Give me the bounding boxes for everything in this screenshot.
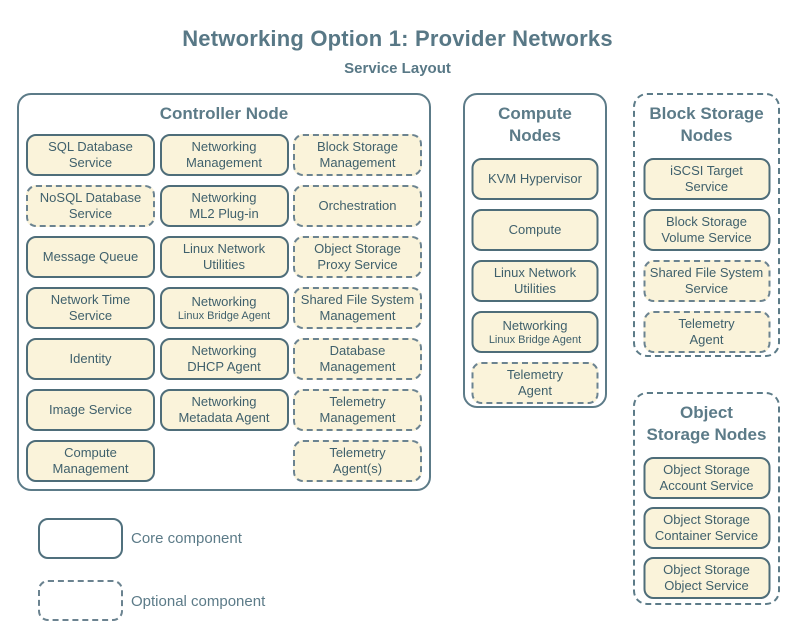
service-label: Networking Management xyxy=(186,139,262,170)
page-title: Networking Option 1: Provider Networks xyxy=(182,26,613,51)
service-box-telemetry-management: Telemetry Management xyxy=(293,389,422,431)
service-label: Object Storage Account Service xyxy=(659,462,754,493)
service-box-linux-network-utilities: Linux Network Utilities xyxy=(471,260,599,302)
object-storage-title-line2: Storage Nodes xyxy=(646,425,767,445)
service-box-object-storage-proxy: Object Storage Proxy Service xyxy=(293,236,422,278)
service-label: Database Management xyxy=(319,343,396,374)
service-label: Object Storage Container Service xyxy=(654,512,759,543)
service-label: Block Storage Management xyxy=(317,139,398,170)
service-label: KVM Hypervisor xyxy=(488,171,582,187)
service-label: Message Queue xyxy=(42,249,139,265)
service-label: Linux Network Utilities xyxy=(182,241,266,272)
service-label: Object Storage Proxy Service xyxy=(314,241,401,272)
service-label: Network Time Service xyxy=(50,292,131,323)
service-label: NoSQL Database Service xyxy=(39,190,142,221)
service-label: Networking xyxy=(502,317,568,333)
service-box-shared-file-system: Shared File System Service xyxy=(643,260,770,302)
service-box-iscsi-target: iSCSI Target Service xyxy=(643,158,770,200)
service-box-networking-dhcp-agent: Networking DHCP Agent xyxy=(159,338,289,380)
legend-optional-label: Optional component xyxy=(131,593,266,610)
service-box-telemetry-agent: Telemetry Agent xyxy=(471,362,599,404)
controller-column-3: Block Storage Management Orchestration O… xyxy=(293,134,422,482)
service-box-telemetry-agent: Telemetry Agent xyxy=(643,311,770,353)
controller-column-1: SQL Database Service NoSQL Database Serv… xyxy=(26,134,155,482)
service-label: Image Service xyxy=(48,402,133,418)
compute-services: KVM Hypervisor Compute Linux Network Uti… xyxy=(471,158,599,404)
object-storage-title-line1: Object xyxy=(680,403,733,422)
service-box-network-time: Network Time Service xyxy=(26,287,155,329)
service-sublabel: Linux Bridge Agent xyxy=(177,309,271,322)
controller-columns: SQL Database Service NoSQL Database Serv… xyxy=(19,134,429,482)
service-box-shared-file-system-management: Shared File System Management xyxy=(293,287,422,329)
service-label: Compute xyxy=(508,222,562,238)
compute-nodes-title-line2: Nodes xyxy=(509,126,561,146)
service-box-compute-management: Compute Management xyxy=(26,440,155,482)
service-label: Telemetry Management xyxy=(319,394,396,425)
service-label: Block Storage Volume Service xyxy=(661,214,752,245)
service-label: Compute Management xyxy=(52,445,129,476)
service-box-networking-management: Networking Management xyxy=(159,134,289,176)
service-box-compute: Compute xyxy=(471,209,599,251)
service-label: Networking ML2 Plug-in xyxy=(189,190,259,221)
service-box-networking-linux-bridge-agent: Networking Linux Bridge Agent xyxy=(159,287,289,329)
block-storage-services: iSCSI Target Service Block Storage Volum… xyxy=(643,158,770,353)
service-box-object-storage-container: Object Storage Container Service xyxy=(643,507,770,549)
service-label: Orchestration xyxy=(318,198,397,214)
service-box-networking-linux-bridge-agent: Networking Linux Bridge Agent xyxy=(471,311,599,353)
compute-nodes-title: Compute Nodes xyxy=(469,103,601,147)
service-label: iSCSI Target Service xyxy=(670,163,743,194)
service-label: Shared File System Management xyxy=(300,292,415,323)
service-label: Networking Metadata Agent xyxy=(178,394,270,425)
block-storage-nodes-group: Block Storage Nodes iSCSI Target Service… xyxy=(633,93,780,357)
service-label: Telemetry Agent(s) xyxy=(329,445,386,476)
service-box-networking-metadata-agent: Networking Metadata Agent xyxy=(159,389,289,431)
controller-column-2: Networking Management Networking ML2 Plu… xyxy=(159,134,289,482)
service-sublabel: Linux Bridge Agent xyxy=(488,333,582,346)
legend-core-label: Core component xyxy=(131,530,242,547)
controller-node-title: Controller Node xyxy=(159,104,289,123)
service-label: SQL Database Service xyxy=(48,139,133,170)
controller-node-group: Controller Node SQL Database Service NoS… xyxy=(17,93,431,491)
service-box-object-storage-account: Object Storage Account Service xyxy=(643,457,770,499)
service-box-sql-database: SQL Database Service xyxy=(26,134,155,176)
service-box-linux-network-utilities: Linux Network Utilities xyxy=(159,236,289,278)
service-label: Telemetry Agent xyxy=(506,367,564,398)
object-storage-nodes-group: Object Storage Nodes Object Storage Acco… xyxy=(633,392,780,605)
block-storage-nodes-title: Block Storage Nodes xyxy=(639,103,774,147)
service-box-telemetry-agents: Telemetry Agent(s) xyxy=(293,440,422,482)
service-box-message-queue: Message Queue xyxy=(26,236,155,278)
service-box-orchestration: Orchestration xyxy=(293,185,422,227)
service-box-image-service: Image Service xyxy=(26,389,155,431)
service-box-networking-ml2-plugin: Networking ML2 Plug-in xyxy=(159,185,289,227)
page-subtitle: Service Layout xyxy=(344,60,451,77)
block-storage-title-line1: Block Storage xyxy=(649,104,764,123)
compute-nodes-group: Compute Nodes KVM Hypervisor Compute Lin… xyxy=(463,93,607,408)
service-box-nosql-database: NoSQL Database Service xyxy=(26,185,155,227)
service-label: Telemetry Agent xyxy=(678,316,735,347)
service-box-block-storage-volume: Block Storage Volume Service xyxy=(643,209,770,251)
service-label: Object Storage Object Service xyxy=(663,562,750,593)
compute-nodes-title-line1: Compute xyxy=(498,104,572,123)
block-storage-title-line2: Nodes xyxy=(680,126,733,146)
service-box-block-storage-management: Block Storage Management xyxy=(293,134,422,176)
service-label: Networking DHCP Agent xyxy=(187,343,261,374)
service-box-kvm-hypervisor: KVM Hypervisor xyxy=(471,158,599,200)
legend-optional-component-sample xyxy=(38,580,123,621)
object-storage-services: Object Storage Account Service Object St… xyxy=(643,457,770,599)
service-box-object-storage-object: Object Storage Object Service xyxy=(643,557,770,599)
service-label: Linux Network Utilities xyxy=(493,265,577,296)
service-label: Networking xyxy=(191,293,257,309)
service-label: Shared File System Service xyxy=(649,265,764,296)
legend-core-component-sample xyxy=(38,518,123,559)
service-box-database-management: Database Management xyxy=(293,338,422,380)
object-storage-nodes-title: Object Storage Nodes xyxy=(639,402,774,446)
service-label: Identity xyxy=(69,351,112,367)
service-box-identity: Identity xyxy=(26,338,155,380)
